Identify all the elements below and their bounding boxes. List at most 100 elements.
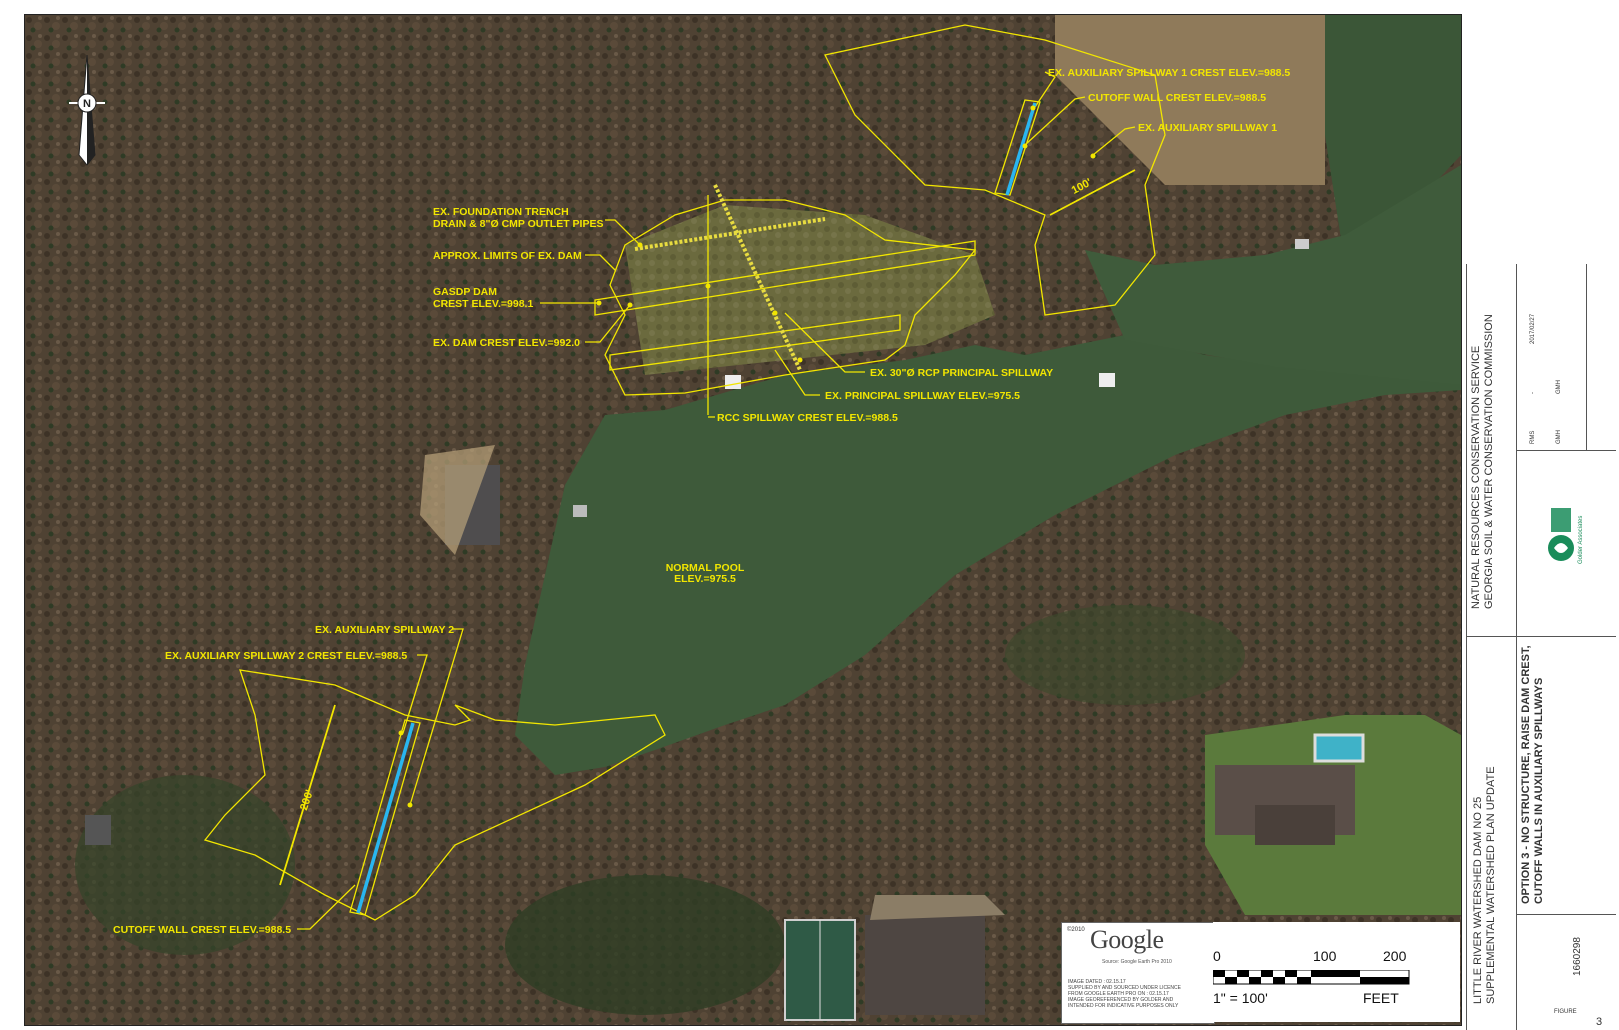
title-gmh-1: GMH bbox=[1556, 430, 1562, 444]
house-roof bbox=[85, 815, 111, 845]
label-aux1: EX. AUXILIARY SPILLWAY 1 bbox=[1138, 122, 1277, 134]
dam-limits-outline bbox=[604, 199, 977, 396]
label-foundation-trench-1: EX. FOUNDATION TRENCH bbox=[433, 206, 569, 218]
leader bbox=[1092, 126, 1136, 156]
label-cutoff-wall-2: CUTOFF WALL CREST ELEV.=988.5 bbox=[113, 924, 291, 936]
scale-ratio: 1" = 100' bbox=[1213, 990, 1268, 1006]
leader bbox=[585, 304, 631, 343]
conifer-patch bbox=[1005, 605, 1245, 705]
label-aux1-crest: EX. AUXILIARY SPILLWAY 1 CREST ELEV.=988… bbox=[1048, 67, 1290, 79]
title-gmh-2: GMH bbox=[1556, 380, 1562, 394]
trench-drain-pipe bbox=[634, 217, 826, 251]
cutoff-wall-1-strip bbox=[994, 99, 1041, 196]
leader bbox=[1024, 96, 1086, 146]
pool bbox=[1313, 733, 1365, 763]
title-date: 2017/02/27 bbox=[1530, 313, 1536, 344]
google-note: IMAGE GEOREFERENCED BY GOLDER AND bbox=[1068, 997, 1174, 1003]
dock bbox=[1295, 239, 1309, 249]
google-logo: Google bbox=[1090, 925, 1164, 954]
drawing-title-1: OPTION 3 - NO STRUCTURE, RAISE DAM CREST… bbox=[1520, 645, 1532, 904]
google-credit: ©2010 Google Source: Google Earth Pro 20… bbox=[1061, 922, 1215, 1024]
figure-number: 3 bbox=[1596, 1016, 1603, 1028]
golder-logo-icon bbox=[1548, 508, 1574, 561]
label-principal-spillway: EX. PRINCIPAL SPILLWAY ELEV.=975.5 bbox=[825, 390, 1020, 402]
driveway bbox=[870, 895, 1005, 920]
leader bbox=[585, 254, 616, 271]
leader bbox=[402, 654, 428, 734]
drain-pipes bbox=[634, 184, 826, 371]
cutoff-wall-2-strip bbox=[349, 719, 421, 916]
client-line-1: NATURAL RESOURCES CONSERVATION SERVICE bbox=[1470, 345, 1482, 609]
google-copyright: ©2010 bbox=[1067, 927, 1085, 933]
google-notes: IMAGE DATED : 02.15.17 SUPPLIED BY AND S… bbox=[1068, 979, 1181, 1009]
google-source: Source: Google Earth Pro 2010 bbox=[1102, 959, 1172, 965]
leader bbox=[1032, 71, 1056, 111]
dock bbox=[573, 505, 587, 517]
north-arrow-letter: N bbox=[83, 98, 91, 110]
project-number: 1660298 bbox=[1572, 937, 1583, 976]
dock bbox=[725, 375, 741, 389]
gasdp-crest-strip bbox=[594, 240, 976, 316]
label-gasdp-1: GASDP DAM bbox=[433, 286, 497, 298]
leader bbox=[409, 628, 464, 806]
google-note: FROM GOOGLE EARTH PRO ON : 02.15.17 bbox=[1068, 991, 1169, 997]
house-roof bbox=[865, 915, 985, 1015]
dock bbox=[1099, 373, 1115, 387]
label-aux2: EX. AUXILIARY SPILLWAY 2 bbox=[315, 624, 454, 636]
reservoir-arm bbox=[1085, 165, 1461, 385]
title-rms: RMS bbox=[1530, 430, 1536, 444]
north-arrow-icon: N bbox=[69, 54, 105, 166]
aerial-map: N bbox=[24, 14, 1462, 1026]
conifer-patch bbox=[505, 875, 785, 1015]
scale-tick-0: 0 bbox=[1213, 948, 1221, 964]
principal-spillway-pipe bbox=[713, 184, 802, 371]
leader bbox=[784, 312, 865, 373]
label-normal-pool-1: NORMAL POOL bbox=[666, 562, 745, 574]
aux-spillway-1-outline bbox=[824, 24, 1166, 316]
annotation-dots bbox=[398, 105, 1096, 808]
scale-tick-100: 100 bbox=[1313, 948, 1337, 964]
dam-embankment bbox=[625, 205, 995, 375]
map-canvas: N bbox=[25, 15, 1461, 1025]
label-rcp-spillway: EX. 30"Ø RCP PRINCIPAL SPILLWAY bbox=[870, 367, 1053, 379]
reservoir bbox=[515, 15, 1461, 775]
dim-line-200 bbox=[279, 704, 336, 886]
title-block: NATURAL RESOURCES CONSERVATION SERVICE G… bbox=[1466, 264, 1616, 1030]
project-line-1: LITTLE RIVER WATERSHED DAM NO 25 bbox=[1472, 796, 1484, 1004]
google-note: IMAGE DATED : 02.15.17 bbox=[1068, 979, 1126, 985]
leader bbox=[605, 219, 641, 246]
golder-logo-text: Golder Associates bbox=[1578, 515, 1584, 564]
label-aux2-crest: EX. AUXILIARY SPILLWAY 2 CREST ELEV.=988… bbox=[165, 650, 407, 662]
client-line-2: GEORGIA SOIL & WATER CONSERVATION COMMIS… bbox=[1483, 314, 1495, 609]
label-gasdp-2: CREST ELEV.=998.1 bbox=[433, 298, 533, 310]
annotation-layer bbox=[203, 24, 1166, 930]
drawing-title-2: CUTOFF WALLS IN AUXILIARY SPILLWAYS bbox=[1533, 677, 1545, 904]
leader bbox=[297, 884, 356, 930]
reservoir-arm bbox=[1325, 15, 1461, 265]
google-note: SUPPLIED BY AND SOURCED UNDER LICENCE bbox=[1068, 985, 1181, 991]
cutoff-wall-1 bbox=[1005, 102, 1037, 196]
label-cutoff-wall-1: CUTOFF WALL CREST ELEV.=988.5 bbox=[1088, 92, 1266, 104]
label-foundation-trench-2: DRAIN & 8"Ø CMP OUTLET PIPES bbox=[433, 218, 603, 230]
scale-bar-graphic bbox=[1213, 970, 1410, 985]
aux-spillway-2-outline bbox=[203, 669, 666, 921]
title-dash: - bbox=[1530, 392, 1536, 394]
google-note: INTENDED FOR INDICATIVE PURPOSES ONLY bbox=[1068, 1003, 1179, 1009]
leader bbox=[774, 349, 820, 396]
figure-label: FIGURE bbox=[1554, 1009, 1577, 1015]
label-dam-crest: EX. DAM CREST ELEV.=992.0 bbox=[433, 337, 580, 349]
house-roof bbox=[1255, 805, 1335, 845]
label-normal-pool-2: ELEV.=975.5 bbox=[674, 573, 736, 585]
scale-unit: FEET bbox=[1363, 990, 1399, 1006]
label-limits-dam: APPROX. LIMITS OF EX. DAM bbox=[433, 250, 582, 262]
driveway bbox=[420, 445, 495, 555]
dim-line-100 bbox=[1049, 169, 1136, 216]
clearing bbox=[1055, 15, 1325, 185]
conifer-patch bbox=[75, 775, 295, 955]
dam-crest-strip bbox=[609, 314, 901, 371]
label-rcc-spillway: RCC SPILLWAY CREST ELEV.=988.5 bbox=[717, 412, 898, 424]
scale-tick-200: 200 bbox=[1383, 948, 1407, 964]
cutoff-wall-2 bbox=[356, 722, 415, 914]
scale-bar: 0 100 200 1" = 100' FEET bbox=[1213, 922, 1460, 1022]
project-line-2: SUPPLEMENTAL WATERSHED PLAN UPDATE bbox=[1485, 766, 1497, 1004]
